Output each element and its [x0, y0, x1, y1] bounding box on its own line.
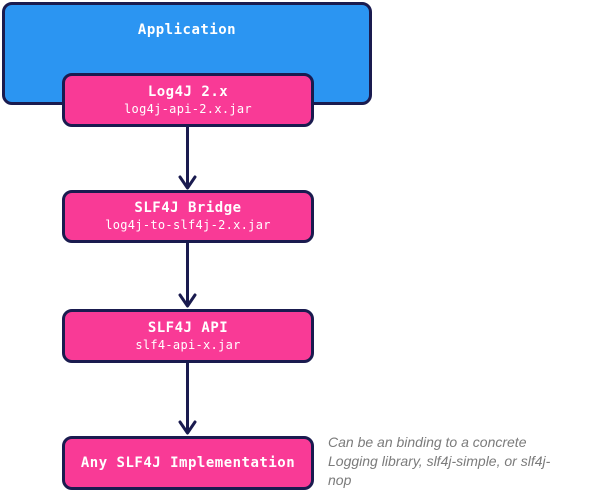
annotation-note: Can be an binding to a concrete Logging …: [328, 433, 608, 490]
slf4j-api-title: SLF4J API: [147, 319, 229, 336]
annotation-line-2: Logging library, slf4j-simple, or slf4j-: [328, 453, 551, 469]
annotation-line-1: Can be an binding to a concrete: [328, 434, 527, 450]
slf4j-bridge-jar-label: log4j-to-slf4j-2.x.jar: [105, 218, 271, 232]
slf4j-implementation-title: Any SLF4J Implementation: [80, 455, 296, 471]
log4j-jar-label: log4j-api-2.x.jar: [124, 101, 252, 116]
slf4j-implementation-box: Any SLF4J Implementation: [62, 436, 314, 490]
application-label: Application: [137, 21, 237, 38]
slf4j-api-jar-label: slf4-api-x.jar: [135, 337, 241, 352]
slf4j-bridge-box: SLF4J Bridge log4j-to-slf4j-2.x.jar: [62, 190, 314, 243]
annotation-line-3: nop: [328, 472, 352, 488]
slf4j-api-box: SLF4J API slf4-api-x.jar: [62, 309, 314, 363]
slf4j-bridge-title: SLF4J Bridge: [134, 200, 242, 216]
log4j-title: Log4J 2.x: [147, 83, 229, 100]
arrow-log4j-to-bridge: [178, 124, 197, 190]
arrow-bridge-to-api: [178, 241, 197, 308]
arrow-api-to-impl: [178, 361, 197, 435]
log4j-box: Log4J 2.x log4j-api-2.x.jar: [62, 73, 314, 127]
